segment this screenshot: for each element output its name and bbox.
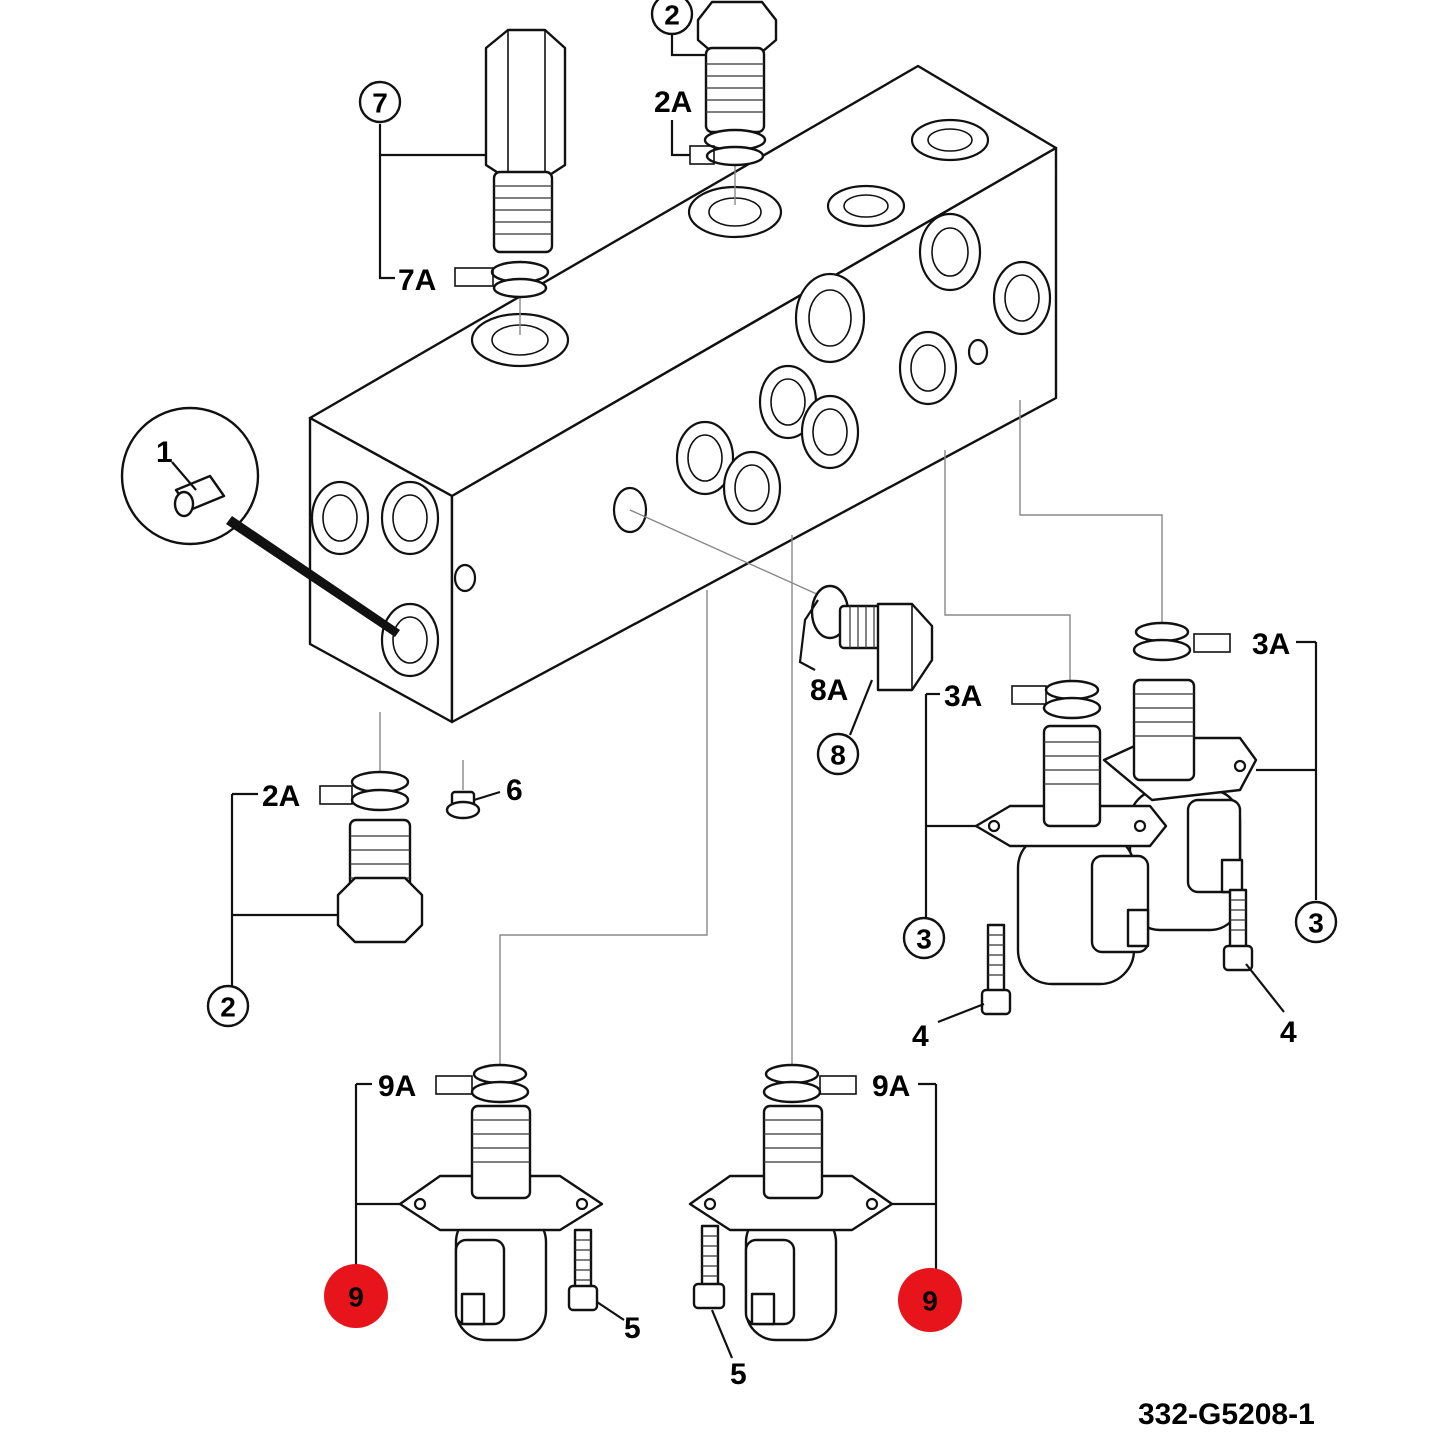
- callout-8: 8: [816, 732, 860, 776]
- solenoid-valve-3-front: [974, 679, 1168, 986]
- assembly-guide-lines: [379, 160, 1163, 1065]
- callout-2a-top: 2A: [654, 86, 692, 119]
- bolt-5-left: [567, 1228, 599, 1312]
- svg-text:9: 9: [922, 1286, 938, 1317]
- plug-6: [445, 760, 481, 820]
- callout-3-right: 3: [1294, 900, 1338, 944]
- callout-4-right: 4: [1280, 1016, 1297, 1049]
- leader-lines: [230, 34, 1318, 1359]
- callout-3a-right: 3A: [1252, 628, 1290, 661]
- callout-5-right: 5: [730, 1358, 747, 1391]
- bolt-5-right: [692, 1224, 726, 1310]
- callout-9-right-highlight: 9: [898, 1268, 962, 1332]
- callout-7: 7: [358, 80, 402, 124]
- solenoid-valve-3-rear: [1102, 621, 1258, 932]
- plug-detail-1: [120, 406, 400, 637]
- plug-8: [810, 584, 934, 692]
- callout-2a-left: 2A: [262, 780, 300, 813]
- bolt-4-right: [1222, 888, 1254, 972]
- callout-2-left: 2: [206, 984, 250, 1028]
- callout-9a-left: 9A: [378, 1070, 416, 1103]
- manifold-block: [308, 64, 1058, 724]
- callout-2-top: 2: [650, 0, 694, 36]
- svg-text:3: 3: [1308, 908, 1324, 939]
- relief-valve-cartridge-7: [484, 28, 567, 299]
- relief-valve-cartridge-2-left: [336, 770, 424, 944]
- callout-4-left: 4: [912, 1020, 929, 1053]
- callout-7a: 7A: [398, 264, 436, 297]
- callout-6: 6: [506, 774, 523, 807]
- callout-1: 1: [156, 436, 173, 469]
- svg-text:8: 8: [830, 740, 846, 771]
- svg-text:9: 9: [348, 1282, 364, 1313]
- solenoid-valve-9-right: [688, 1063, 894, 1342]
- callout-9a-right: 9A: [872, 1070, 910, 1103]
- svg-text:2: 2: [220, 992, 236, 1023]
- solenoid-valve-9-left: [398, 1063, 604, 1342]
- svg-text:2: 2: [664, 0, 680, 31]
- svg-text:3: 3: [916, 924, 932, 955]
- callout-8a: 8A: [810, 674, 848, 707]
- drawing-reference-number: 332-G5208-1: [1138, 1398, 1315, 1431]
- svg-text:7: 7: [372, 88, 388, 119]
- callout-5-left: 5: [624, 1312, 641, 1345]
- callout-3a-left: 3A: [944, 680, 982, 713]
- relief-valve-cartridge-2-top: [696, 0, 778, 167]
- callout-9-left-highlight: 9: [324, 1264, 388, 1328]
- bolt-4-left: [980, 923, 1012, 1016]
- callout-3-left: 3: [902, 916, 946, 960]
